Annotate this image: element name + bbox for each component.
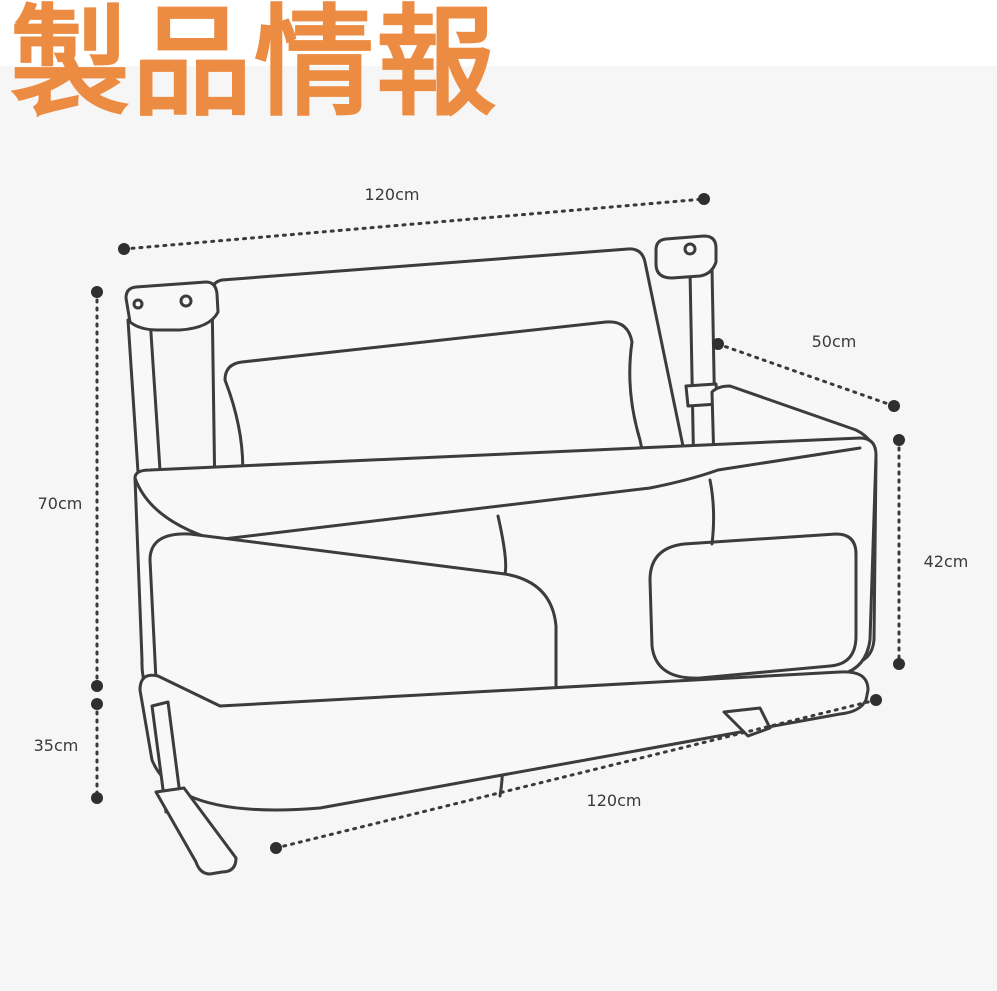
leg-height-start-dot [91, 698, 103, 710]
leg-height-end-dot [91, 792, 103, 804]
left-bracket-pin [132, 298, 144, 310]
page-title: 製品情報 [10, 0, 498, 133]
depth-dimension-line [716, 342, 896, 408]
bed-height-end-dot [893, 658, 905, 670]
top-width-start-dot [118, 243, 130, 255]
right-bracket [654, 234, 718, 280]
depth-start-dot [712, 338, 724, 350]
bottom-width-end-dot [870, 694, 882, 706]
front-rail-seam-right [708, 478, 716, 546]
top-width-end-dot [698, 193, 710, 205]
total-height-start-dot [91, 286, 103, 298]
bed-rail-illustration [124, 234, 878, 876]
right-bracket-bolt [683, 242, 697, 256]
top-width-label: 120cm [365, 185, 420, 204]
bed-height-label: 42cm [924, 552, 969, 571]
top-width-dimension-line [122, 197, 706, 251]
total-height-end-dot [91, 680, 103, 692]
bottom-width-start-dot [270, 842, 282, 854]
right-cutout [648, 532, 858, 680]
front-rail-seam [496, 514, 508, 576]
bed-height-start-dot [893, 434, 905, 446]
left-leg-foot [154, 786, 238, 876]
depth-label: 50cm [812, 332, 857, 351]
left-post [126, 316, 162, 474]
left-bracket-bolt [179, 294, 193, 308]
leg-height-label: 35cm [34, 736, 79, 755]
dimension-endpoints [91, 193, 905, 854]
bottom-width-dimension-line [274, 698, 878, 850]
lower-frame [138, 670, 870, 812]
bottom-width-label: 120cm [587, 791, 642, 810]
depth-end-dot [888, 400, 900, 412]
left-bracket [124, 280, 220, 332]
dimension-lines [95, 197, 901, 850]
total-height-label: 70cm [38, 494, 83, 513]
